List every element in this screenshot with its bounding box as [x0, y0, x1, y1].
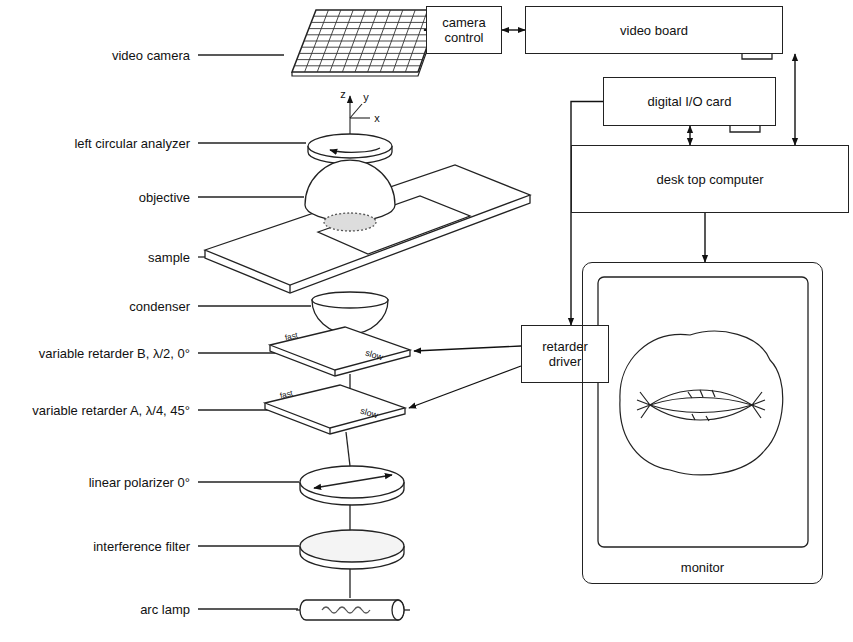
- part-label: left circular analyzer: [74, 136, 190, 151]
- part-label: variable retarder B, λ/2, 0°: [39, 346, 190, 361]
- computer-box: desk top computer: [571, 145, 849, 213]
- connector-arrow: [704, 213, 705, 262]
- control-box: camera control: [426, 6, 502, 54]
- connector-arrow: [571, 102, 603, 326]
- axis-letter: x: [374, 112, 380, 125]
- box-label: desk top computer: [653, 172, 768, 187]
- driver-box: retarder driver: [521, 325, 609, 383]
- connector-arrow: [689, 126, 690, 145]
- monitor-frame: monitor: [582, 262, 823, 584]
- box-label: retarder driver: [522, 339, 608, 369]
- part-label: linear polarizer 0°: [89, 475, 190, 490]
- part-label: arc lamp: [140, 602, 190, 617]
- card-box: digital I/O card: [603, 77, 776, 126]
- part-label: objective: [139, 190, 190, 205]
- box-label: camera control: [427, 15, 501, 45]
- connector-arrow: [794, 54, 795, 145]
- part-label: sample: [148, 250, 190, 265]
- part-label: interference filter: [93, 539, 190, 554]
- board-box: video board: [525, 6, 783, 54]
- part-label: condenser: [129, 299, 190, 314]
- part-label: variable retarder A, λ/4, 45°: [32, 403, 190, 418]
- connector-arrow: [502, 29, 525, 30]
- axis-letter: y: [363, 91, 369, 104]
- part-label: video camera: [112, 48, 190, 63]
- axis-letter: z: [340, 88, 346, 101]
- box-label: monitor: [677, 560, 728, 575]
- box-label: video board: [616, 23, 692, 38]
- box-label: digital I/O card: [644, 94, 736, 109]
